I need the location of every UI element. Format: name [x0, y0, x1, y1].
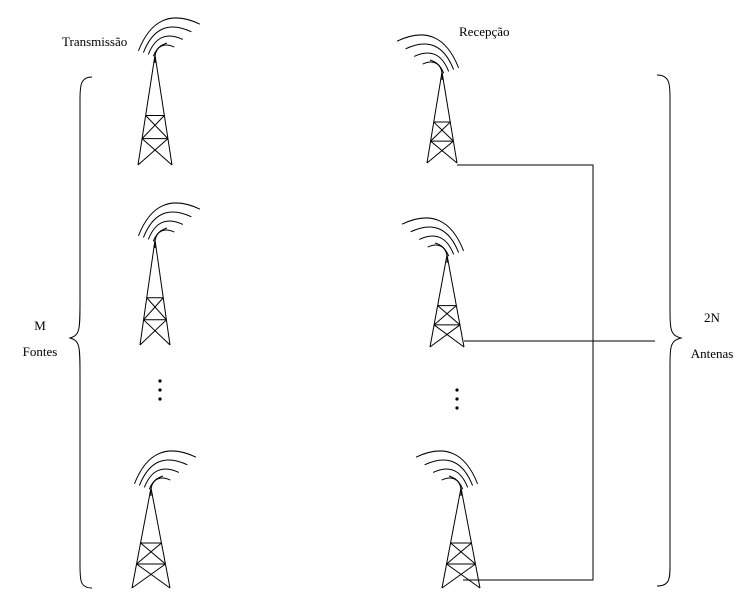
tx-ellipsis-icon: [158, 379, 162, 401]
rx-tower-3-icon: [441, 487, 481, 589]
rx-tower-1-icon: [426, 71, 458, 164]
right-brace-icon: [656, 74, 683, 587]
sources-count-label: M: [34, 318, 46, 333]
rx-ellipsis-icon: [455, 388, 459, 410]
rx-tower-2-waves-icon: [401, 217, 465, 264]
tx-tower-2-waves-icon: [137, 202, 201, 249]
sources-name-label: Fontes: [22, 344, 58, 359]
rx-tower-2-icon: [429, 254, 465, 348]
tx-tower-3-waves-icon: [133, 450, 197, 497]
transmission-label: Transmissão: [62, 34, 128, 49]
tx-tower-1-waves-icon: [137, 17, 201, 64]
reception-label: Recepção: [459, 24, 510, 39]
antennas-name-label: Antenas: [690, 346, 734, 361]
receive-bus-wires: [457, 164, 655, 581]
tx-tower-2-icon: [139, 239, 171, 346]
rx-tower-3-waves-icon: [415, 450, 479, 497]
rx-tower-1-waves-icon: [396, 34, 460, 81]
tx-tower-1-icon: [137, 54, 173, 166]
antennas-count-label: 2N: [704, 310, 720, 325]
towers-group: [131, 17, 481, 589]
left-brace-icon: [68, 76, 93, 589]
tx-tower-3-icon: [131, 487, 171, 589]
